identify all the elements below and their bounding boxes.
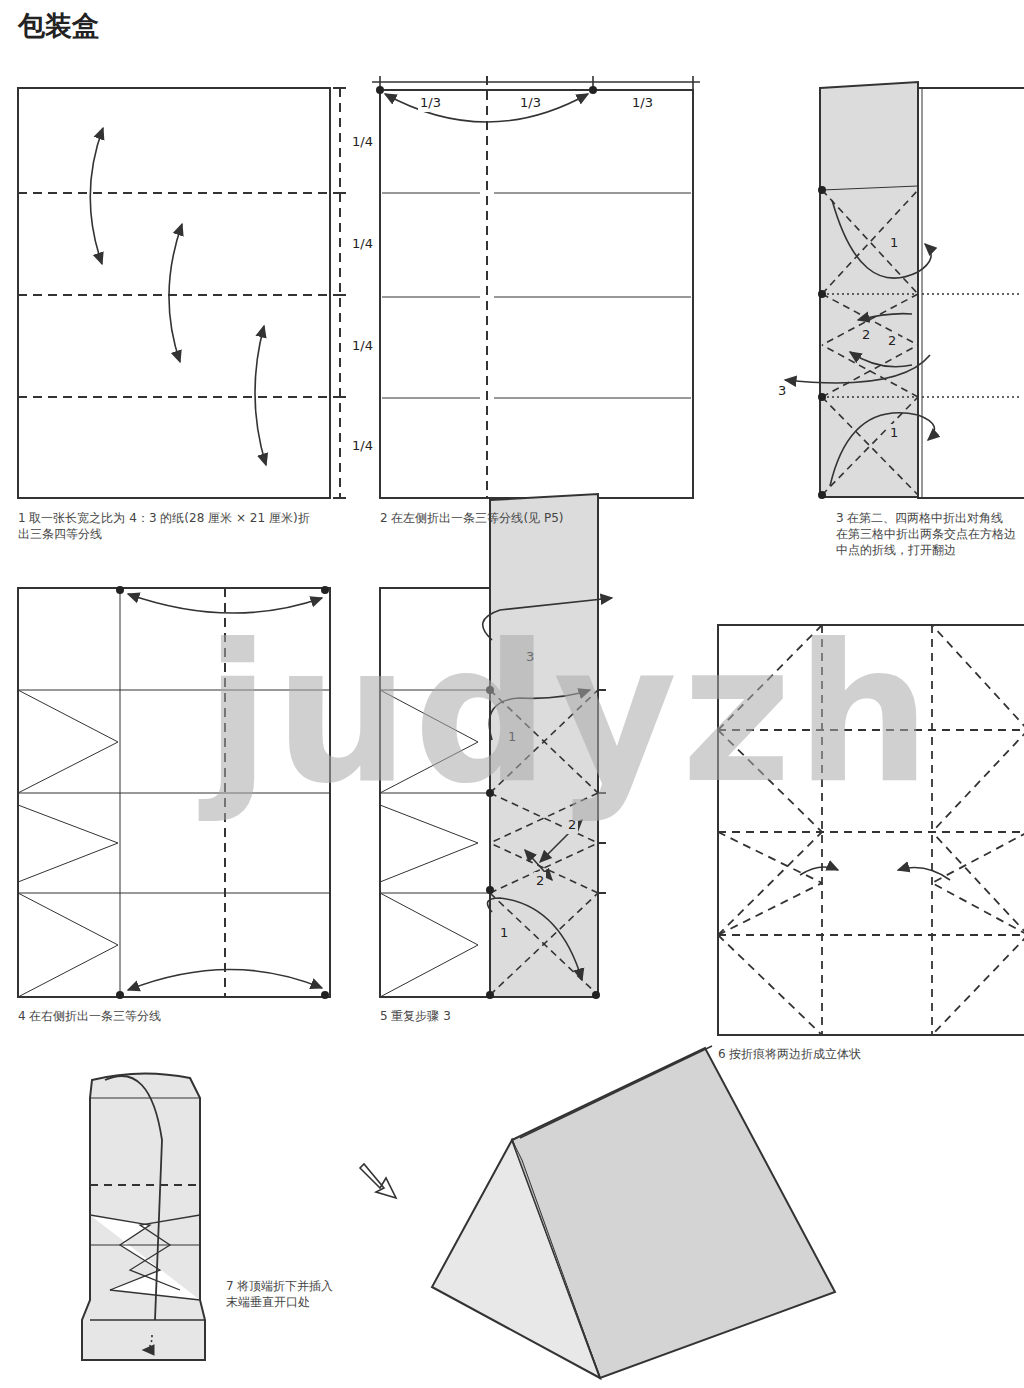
step-caption: 3 在第二、四两格中折出对角线 在第三格中折出两条交点在方格边中点的折线，打开翻… <box>836 510 1018 559</box>
step-caption: 2 在左侧折出一条三等分线(见 P5) <box>380 510 690 526</box>
fraction-label: 1/4 <box>350 337 375 355</box>
fraction-label: 1/3 <box>630 94 655 112</box>
fraction-label: 1/4 <box>350 235 375 253</box>
fraction-label: 1/3 <box>518 94 543 112</box>
fraction-label: 1/4 <box>350 133 375 151</box>
callout-number: 1 <box>888 234 900 252</box>
callout-number: 2 <box>534 872 546 890</box>
step-caption: 5 重复步骤 3 <box>380 1008 600 1024</box>
callout-number: 1 <box>498 924 510 942</box>
callout-number: 2 <box>886 332 898 350</box>
callout-number: 3 <box>776 382 788 400</box>
callout-number: 2 <box>566 816 578 834</box>
callout-number: 1 <box>888 424 900 442</box>
step-caption: 4 在右侧折出一条三等分线 <box>18 1008 328 1024</box>
callout-number: 2 <box>860 326 872 344</box>
fraction-label: 1/4 <box>350 437 375 455</box>
page-title: 包装盒 <box>18 8 99 44</box>
step-caption: 7 将顶端折下并插入末端垂直开口处 <box>226 1278 344 1310</box>
fraction-label: 1/3 <box>418 94 443 112</box>
watermark: judyzh <box>205 620 935 810</box>
step-caption: 1 取一张长宽之比为 4：3 的纸(28 厘米 × 21 厘米)折出三条四等分线 <box>18 510 318 542</box>
step-caption: 6 按折痕将两边折成立体状 <box>718 1046 1008 1062</box>
